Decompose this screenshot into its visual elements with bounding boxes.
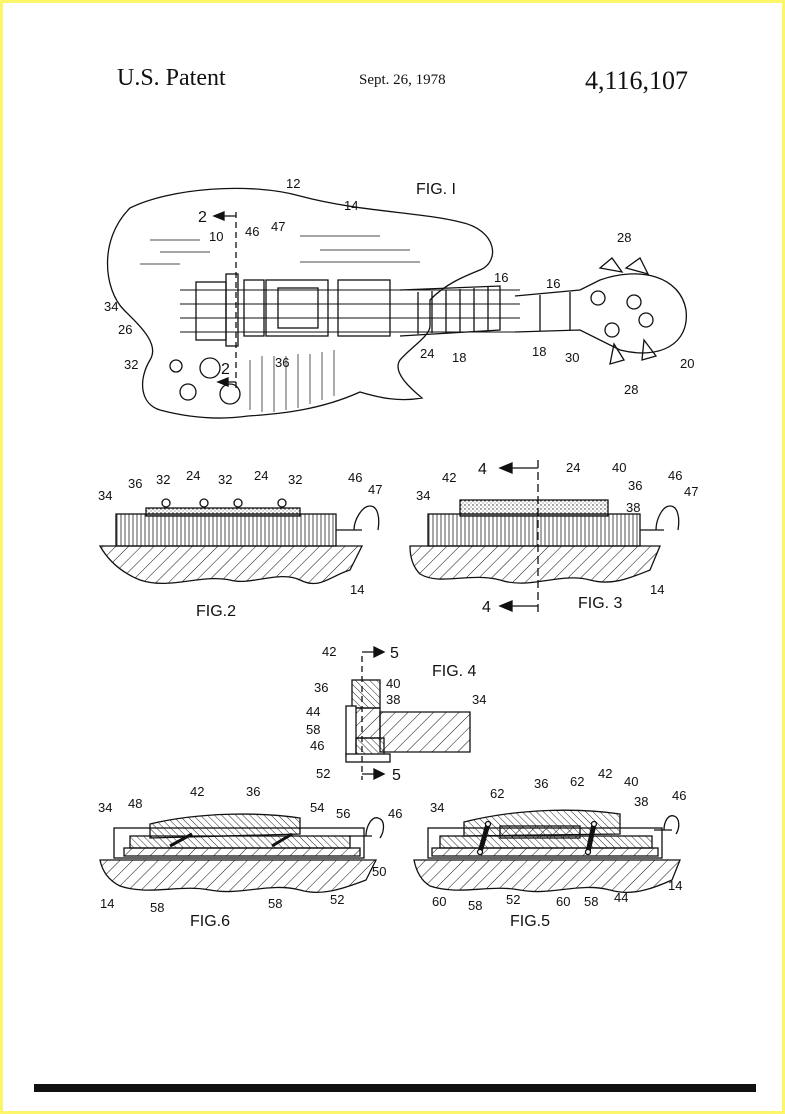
fig2-label: 14 [350,582,364,597]
fig6-label: 54 [310,800,324,815]
fig3-label: 14 [650,582,664,597]
fig4-label: 42 [322,644,336,659]
fig2-label: 36 [128,476,142,491]
fig5-title: FIG.5 [510,913,550,930]
fig4-title: FIG. 4 [432,663,477,680]
fig4-label: 52 [316,766,330,781]
fig1-label: 10 [209,229,223,244]
figure-1-labels: FIG. I 12 14 2 10 46 47 34 26 32 36 2 16… [104,176,694,397]
fig1-title: FIG. I [416,181,456,198]
fig4-label: 40 [386,676,400,691]
fig5-label: 14 [668,878,682,893]
fig1-label: 20 [680,356,694,371]
fig3-label: 4 [482,599,491,616]
fig3-label: 36 [628,478,642,493]
fig1-label: 14 [344,198,358,213]
fig1-label: 18 [532,344,546,359]
fig5-label: 38 [634,794,648,809]
fig5-label: 44 [614,890,628,905]
fig5-label: 58 [584,894,598,909]
fig3-label: 40 [612,460,626,475]
fig1-label: 47 [271,219,285,234]
fig1-label: 16 [494,270,508,285]
fig1-label: 46 [245,224,259,239]
fig4-label: 58 [306,722,320,737]
fig6-label: 34 [98,800,112,815]
fig5-label: 62 [570,774,584,789]
fig1-label: 2 [221,361,230,378]
fig2-label: 32 [156,472,170,487]
fig4-label: 46 [310,738,324,753]
fig1-label: 36 [275,355,289,370]
bottom-rule [34,1084,756,1092]
fig1-label: 16 [546,276,560,291]
fig1-label: 28 [624,382,638,397]
fig4-label: 38 [386,692,400,707]
fig4-label: 36 [314,680,328,695]
fig3-label: 42 [442,470,456,485]
fig4-label: 5 [390,645,399,662]
fig5-label: 40 [624,774,638,789]
figure-1 [108,188,687,418]
fig4-label: 44 [306,704,320,719]
fig1-label: 30 [565,350,579,365]
fig6-label: 48 [128,796,142,811]
fig5-label: 58 [468,898,482,913]
fig1-label: 32 [124,357,138,372]
fig1-label: 26 [118,322,132,337]
figure-5 [414,810,680,892]
fig4-label: 34 [472,692,486,707]
fig2-label: 47 [368,482,382,497]
fig6-label: 58 [150,900,164,915]
fig2-label: 46 [348,470,362,485]
fig6-label: 42 [190,784,204,799]
fig1-label: 28 [617,230,631,245]
fig6-label: 58 [268,896,282,911]
figure-2 [100,499,379,584]
fig6-label: 14 [100,896,114,911]
fig6-label: 50 [372,864,386,879]
fig3-label: 34 [416,488,430,503]
fig5-label: 34 [430,800,444,815]
figure-6 [100,814,384,892]
fig3-label: 24 [566,460,580,475]
fig1-label: 34 [104,299,118,314]
fig2-label: 24 [186,468,200,483]
fig5-label: 62 [490,786,504,801]
fig3-label: 47 [684,484,698,499]
fig2-label: 24 [254,468,268,483]
fig1-label: 12 [286,176,300,191]
fig1-label: 2 [198,209,207,226]
fig1-label: 24 [420,346,434,361]
fig6-title: FIG.6 [190,913,230,930]
fig3-label: 46 [668,468,682,483]
fig6-label: 56 [336,806,350,821]
fig3-label: 4 [478,461,487,478]
fig5-label: 46 [672,788,686,803]
fig5-label: 42 [598,766,612,781]
fig6-label: 46 [388,806,402,821]
fig1-label: 18 [452,350,466,365]
fig4-label: 5 [392,767,401,784]
fig5-label: 60 [432,894,446,909]
fig6-label: 36 [246,784,260,799]
fig3-label: 38 [626,500,640,515]
fig3-title: FIG. 3 [578,595,623,612]
fig2-label: 32 [218,472,232,487]
fig2-label: 34 [98,488,112,503]
fig5-label: 52 [506,892,520,907]
fig6-label: 52 [330,892,344,907]
fig5-label: 36 [534,776,548,791]
fig5-label: 60 [556,894,570,909]
fig2-label: 32 [288,472,302,487]
fig2-title: FIG.2 [196,603,236,620]
